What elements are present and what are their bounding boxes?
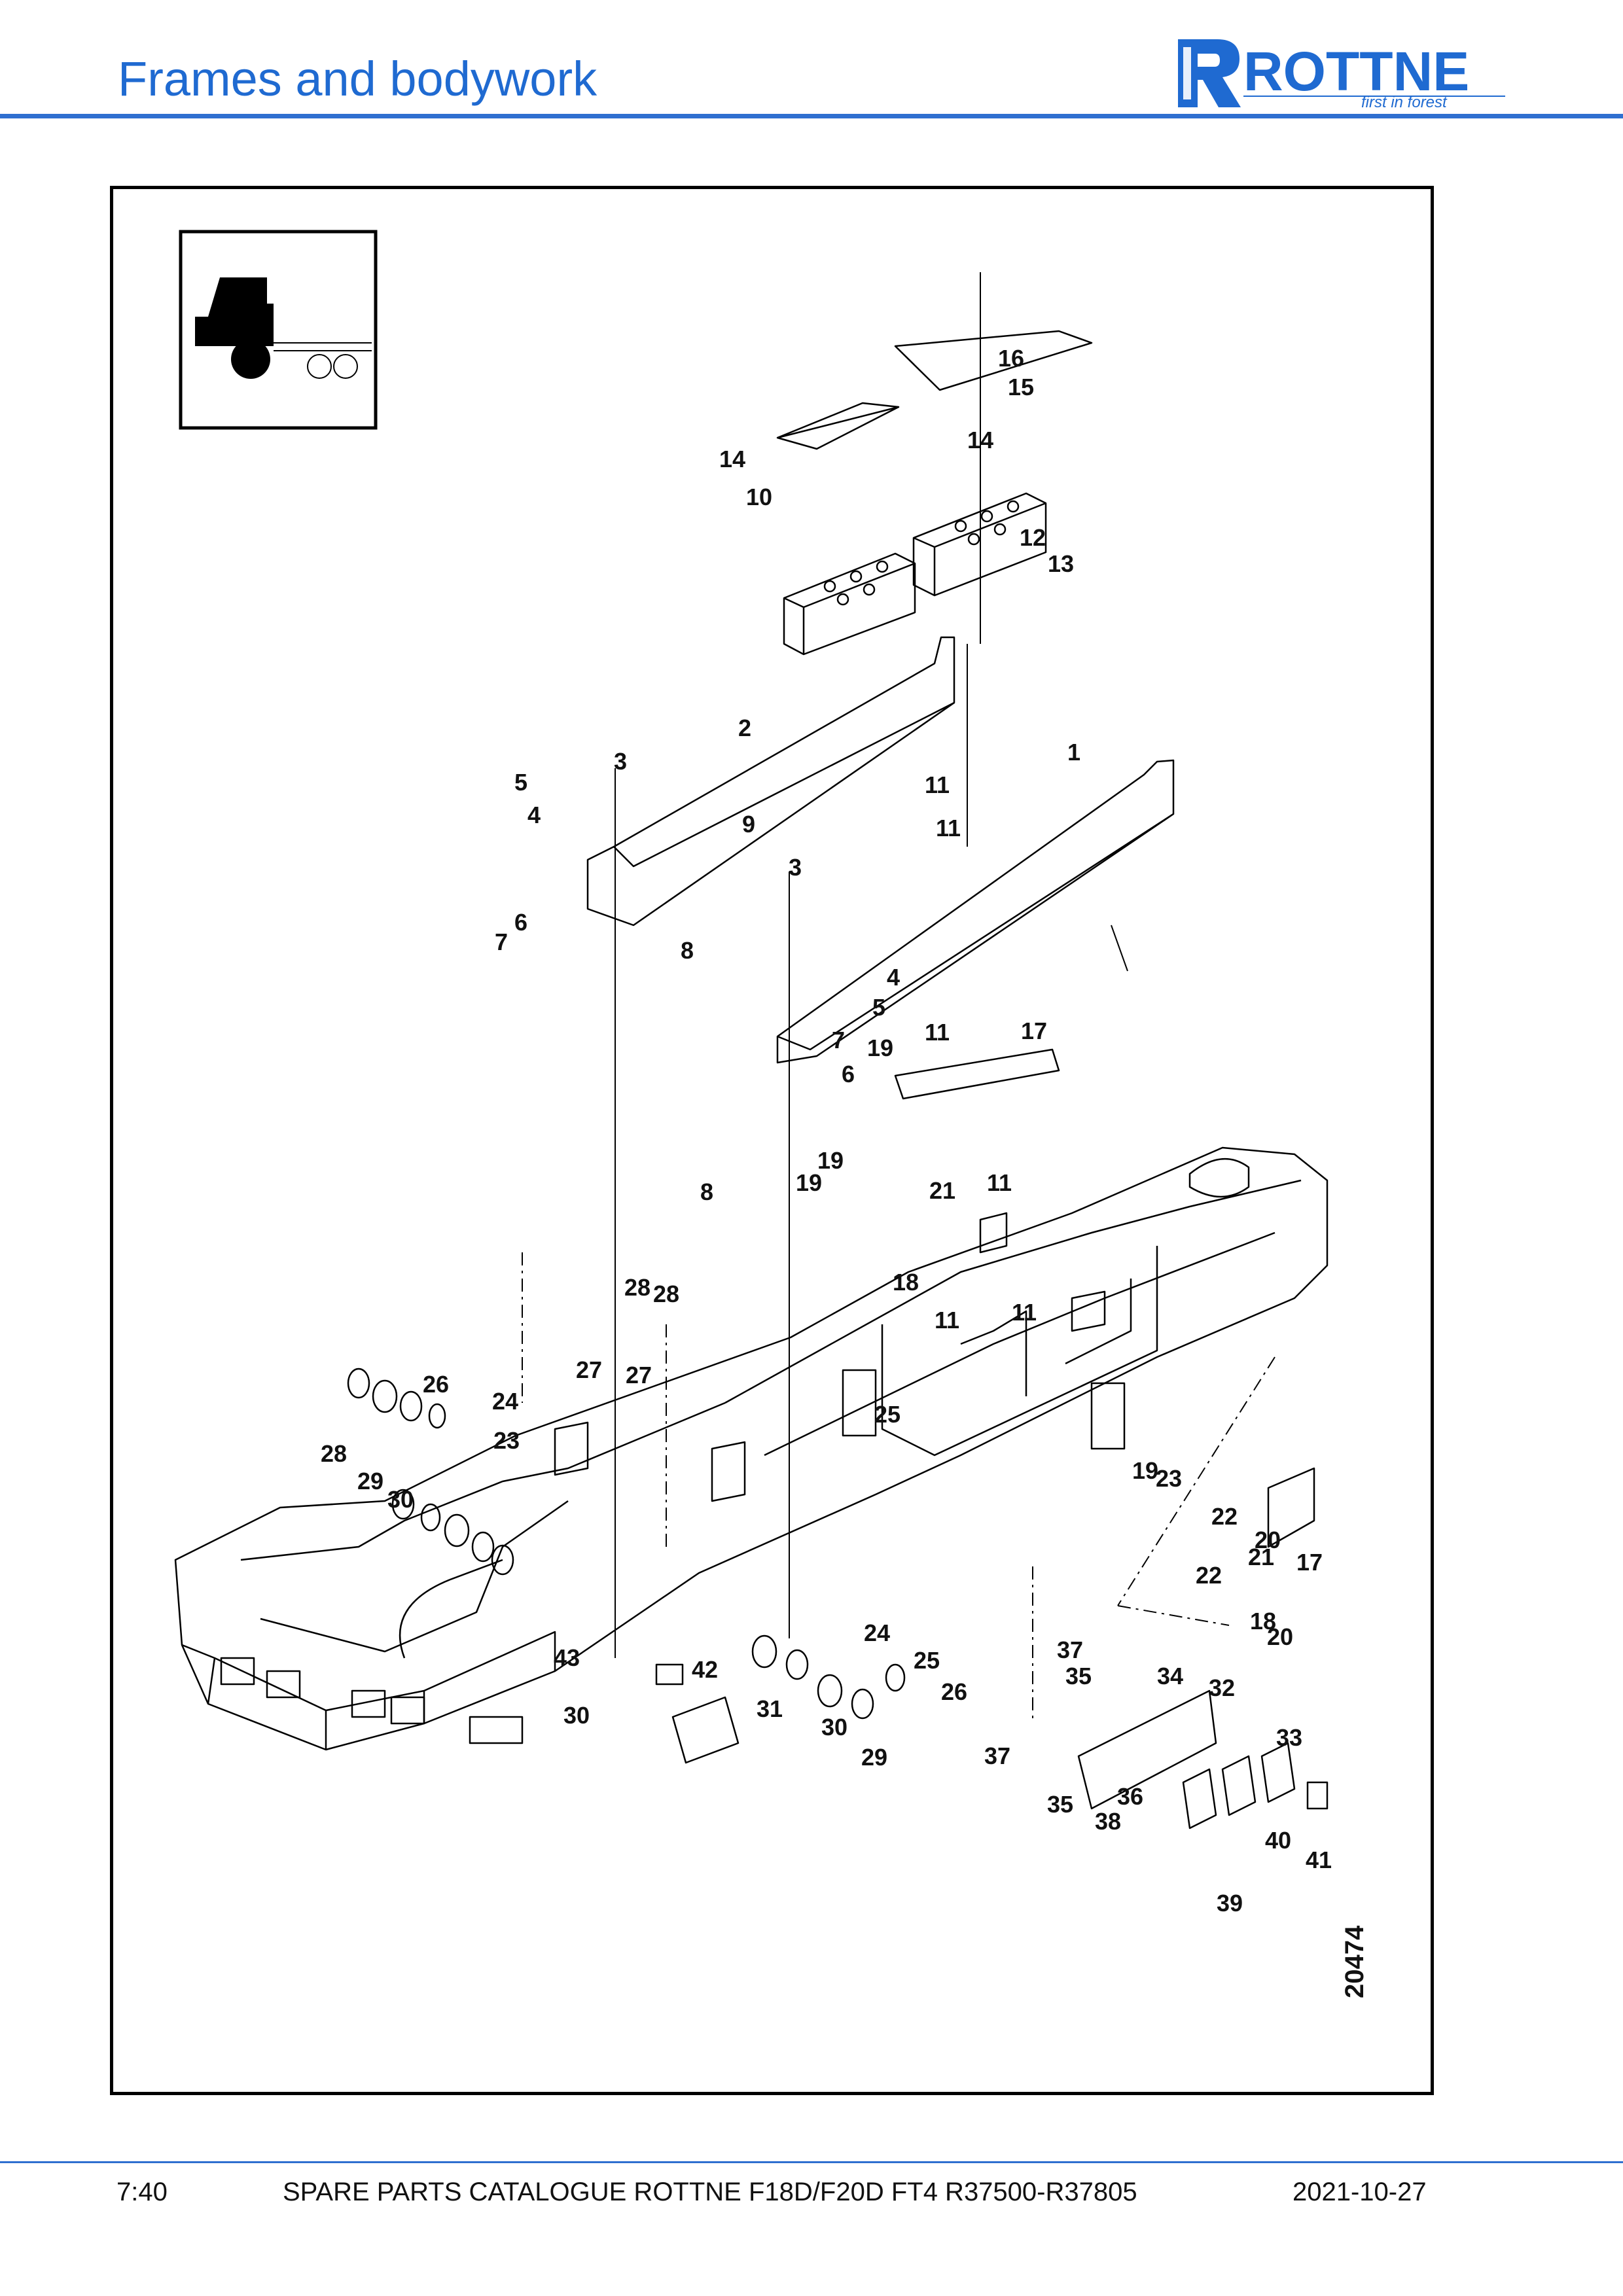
part-callout: 4 [527, 802, 541, 828]
part-callout: 23 [493, 1427, 520, 1454]
part-callout: 1 [1067, 739, 1080, 766]
part-callout: 14 [967, 427, 993, 453]
part-callout: 7 [832, 1027, 845, 1053]
part-callout: 35 [1047, 1791, 1073, 1818]
part-callout: 28 [321, 1440, 347, 1467]
part-callout: 15 [1008, 374, 1034, 400]
logo-wordmark: ROTTNE [1243, 41, 1469, 102]
part-callout: 10 [746, 484, 772, 510]
machine-indicator-icon [179, 230, 378, 430]
part-callout: 30 [387, 1486, 414, 1513]
part-callout: 35 [1065, 1663, 1092, 1689]
part-callout: 30 [821, 1714, 847, 1740]
footer-date: 2021-10-27 [1293, 2178, 1427, 2206]
part-callout: 28 [624, 1274, 651, 1301]
part-callout: 6 [514, 909, 527, 936]
part-callout: 29 [861, 1744, 887, 1771]
footer-rule [0, 2161, 1623, 2163]
part-callout: 8 [700, 1178, 713, 1205]
part-callout: 3 [614, 748, 627, 775]
part-callout: 41 [1306, 1846, 1332, 1873]
part-callout: 42 [692, 1656, 718, 1683]
part-callout: 2 [738, 715, 751, 741]
part-callout: 11 [1012, 1299, 1037, 1326]
footer-page-number: 7:40 [116, 2178, 168, 2206]
part-callout: 39 [1217, 1890, 1243, 1916]
part-callout: 22 [1211, 1503, 1238, 1530]
part-callout: 9 [742, 811, 755, 838]
part-callout: 17 [1296, 1549, 1323, 1576]
rottne-logo: ROTTNE first in forest [1178, 39, 1505, 111]
page-title: Frames and bodywork [118, 52, 597, 106]
part-callout: 37 [1057, 1636, 1083, 1663]
part-callout: 26 [423, 1371, 449, 1398]
part-callout: 8 [681, 937, 694, 964]
part-callout: 18 [1250, 1608, 1276, 1634]
part-callout: 27 [626, 1362, 652, 1388]
part-callout: 40 [1265, 1827, 1291, 1854]
part-callout: 22 [1196, 1562, 1222, 1589]
part-callout: 36 [1117, 1783, 1143, 1810]
part-callout: 18 [893, 1269, 919, 1296]
part-callout: 19 [796, 1169, 822, 1196]
part-callout: 7 [495, 928, 508, 955]
header-rule [0, 114, 1623, 118]
part-callout: 38 [1095, 1808, 1121, 1835]
part-callout: 37 [984, 1742, 1010, 1769]
part-callout: 23 [1156, 1465, 1182, 1492]
drawing-number: 20474 [1340, 1925, 1369, 1998]
part-callout: 24 [864, 1619, 890, 1646]
part-callout: 5 [514, 769, 527, 796]
part-callout: 17 [1021, 1017, 1047, 1044]
part-callout: 29 [357, 1468, 383, 1494]
part-callout: 19 [817, 1147, 844, 1174]
part-callout: 21 [1248, 1544, 1274, 1570]
part-callout: 3 [789, 854, 802, 881]
part-callout: 20 [1255, 1527, 1281, 1553]
part-callout: 19 [1132, 1457, 1158, 1484]
part-callout: 20 [1267, 1623, 1293, 1650]
part-callout: 21 [929, 1177, 955, 1204]
part-callout: 33 [1276, 1724, 1302, 1751]
part-callout: 32 [1209, 1674, 1235, 1701]
part-callout: 11 [935, 1307, 959, 1333]
part-callout: 11 [987, 1169, 1012, 1196]
part-callout: 12 [1020, 524, 1046, 551]
part-callout: 28 [653, 1280, 679, 1307]
part-callout: 16 [998, 345, 1024, 372]
part-callout: 43 [554, 1644, 580, 1671]
part-callout: 11 [925, 771, 950, 798]
part-callout: 6 [842, 1061, 855, 1087]
part-callout: 27 [576, 1356, 602, 1383]
part-callout: 11 [925, 1019, 950, 1046]
footer-catalogue-title: SPARE PARTS CATALOGUE ROTTNE F18D/F20D F… [283, 2178, 1137, 2206]
part-callout: 25 [874, 1401, 901, 1428]
part-callout: 13 [1048, 550, 1074, 577]
part-callout: 19 [867, 1034, 893, 1061]
part-callout: 4 [887, 964, 900, 991]
part-callout: 31 [757, 1695, 783, 1722]
part-callout: 26 [941, 1678, 967, 1705]
part-callout: 14 [719, 446, 745, 472]
part-callout: 30 [563, 1702, 590, 1729]
drawing-frame [110, 186, 1434, 2095]
part-callout: 34 [1157, 1663, 1183, 1689]
part-callout: 24 [492, 1388, 518, 1415]
part-callout: 25 [914, 1647, 940, 1674]
part-callout: 11 [936, 815, 961, 841]
part-callout: 5 [872, 994, 885, 1021]
